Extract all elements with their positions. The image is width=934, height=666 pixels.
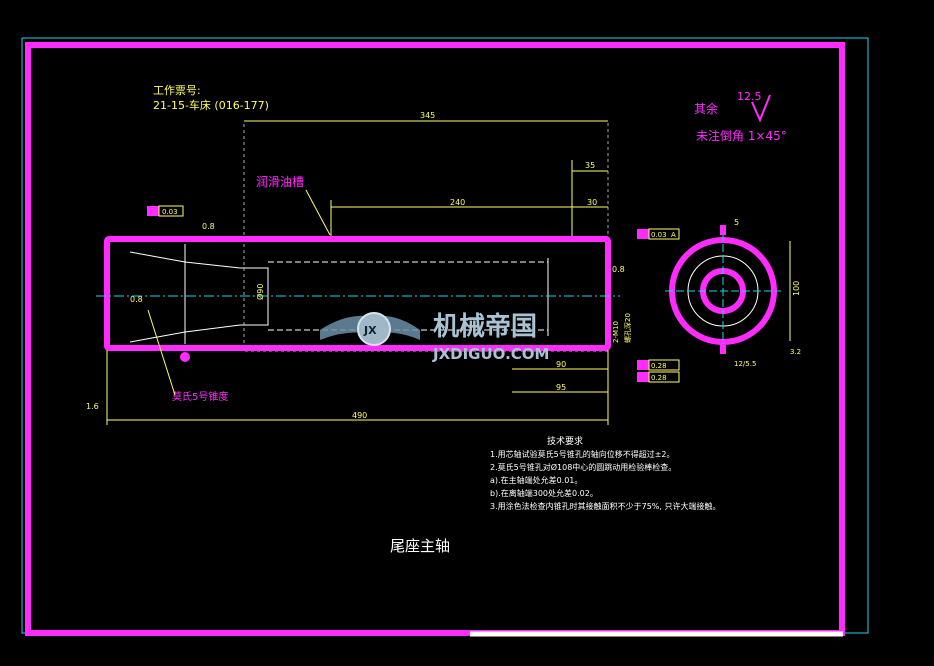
dim-30: 30 [587,198,597,207]
tech-req-item-5: 3.用涂色法检查内锥孔时其接触面积不少于75%, 只许大端接触。 [490,501,721,511]
drawing-title: 尾座主轴 [390,537,450,555]
dim-490: 490 [352,411,367,420]
tol-frame-lr2 [648,371,680,383]
roughness-symbol [751,94,771,123]
thread-note: 2-M10 [612,321,620,343]
dim-240: 240 [450,198,465,207]
pos-tol-2: 0.28 [651,374,667,382]
roughness-left: 0.8 [202,222,215,231]
work-order-value: 21-15-车床 (016-177) [153,98,269,112]
roughness-end: 3.2 [790,348,801,356]
tech-req-item-2: 2.莫氏5号锥孔对Ø108中心的圆跳动用检验棒检查。 [490,462,676,472]
watermark-cn-text: 机械帝国 [433,311,537,342]
tol-frame-right [648,228,680,240]
thread-depth-note: 螺孔深20 [623,313,632,343]
roughness-bottom: 1.6 [86,402,99,411]
keyway-top [720,225,726,235]
chamfer-note: 未注倒角 1×45° [696,128,787,143]
tol-symbol-lr2 [637,372,649,382]
taper-bore-contour [129,251,269,343]
watermark-url-text: JXDIGUO.COM [432,345,549,363]
tech-req-title: 技术要求 [547,435,583,447]
tol-symbol-left [147,206,159,216]
dim-345: 345 [420,111,435,120]
tol-frame-lr1 [648,359,680,371]
shaft-outline [104,236,611,351]
tol-frame-left [158,205,184,217]
dim-90: 90 [556,360,566,369]
marker-dot [180,352,190,362]
surface-rest-label: 其余 [694,101,718,116]
morse-taper-label: 莫氏5号锥度 [172,390,228,403]
tech-req-item-1: 1.用芯轴试验莫氏5号锥孔的轴向位移不得超过±2。 [490,449,675,459]
tech-req-item-3: a).在主轴端处允差0.01。 [490,475,582,485]
roughness-right: 0.8 [612,265,625,274]
dim-95: 95 [556,383,566,392]
tol-value-right: 0.03 [651,231,667,239]
keyway-bottom [720,344,726,354]
tol-symbol-right [637,229,649,239]
datum-right: A [671,231,676,239]
watermark-logo-text: JX [363,324,377,337]
work-order-label: 工作票号: [153,84,201,97]
drawing-frame [25,42,845,636]
watermark-gear-icon [357,312,391,346]
dim-bore-90: Ø90 [255,284,265,300]
dim-35: 35 [585,161,595,170]
oil-groove-leader [305,189,331,236]
tol-value-left: 0.03 [162,208,178,216]
dim-5: 5 [734,218,739,227]
oil-groove-label: 润滑油槽 [256,175,304,189]
tol-symbol-lr1 [637,360,649,370]
dim-100: 100 [792,281,801,296]
roughness-value: 12.5 [737,90,762,103]
watermark: JX 机械帝国 JXDIGUO.COM [320,311,549,363]
roughness-inner: 0.8 [130,295,143,304]
morse-taper-leader [147,309,176,396]
pos-tol-1: 0.28 [651,362,667,370]
tech-req-item-4: b).在离轴端300处允差0.02。 [490,488,598,498]
edge-note: 12/5.5 [734,360,756,368]
